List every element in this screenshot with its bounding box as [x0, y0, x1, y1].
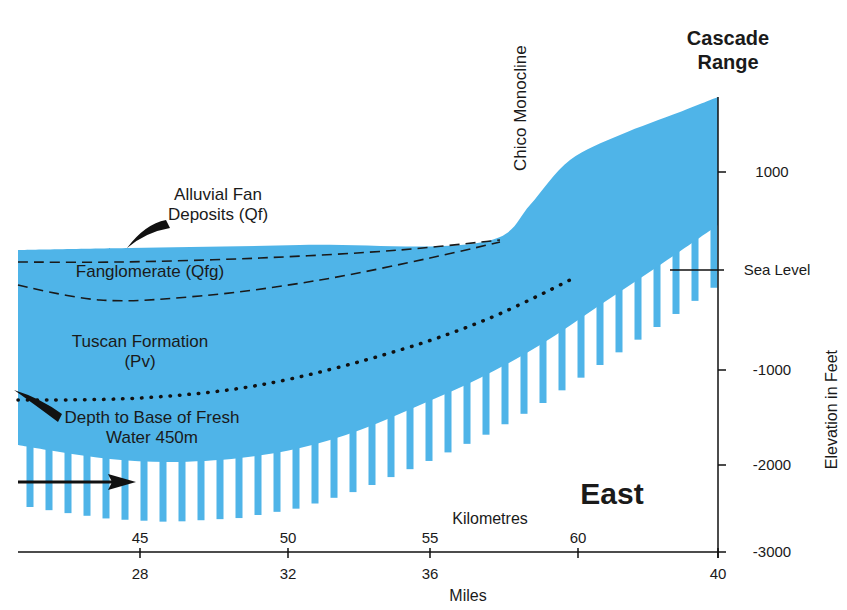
hatch-stroke	[198, 454, 205, 520]
flow-arrow	[18, 481, 112, 484]
hatch-stroke	[407, 403, 414, 469]
hatch-stroke	[502, 358, 509, 424]
axis-title: Miles	[449, 586, 486, 605]
hatch-stroke	[369, 419, 376, 485]
unit-name: Fanglomerate (Qfg)	[76, 262, 224, 282]
hatch-stroke	[711, 222, 718, 288]
hatch-stroke	[179, 455, 186, 521]
axis-tick	[717, 548, 719, 558]
hatch-stroke	[236, 452, 243, 518]
hatch-stroke	[255, 449, 262, 515]
axis-tick	[577, 548, 579, 558]
distance-axis	[18, 551, 718, 553]
hatch-stroke	[217, 453, 224, 519]
tick-label: 1000	[755, 163, 788, 181]
elevation-axis	[717, 97, 719, 558]
hatch-stroke	[312, 438, 319, 504]
freshwater-base-line	[18, 280, 570, 400]
hatch-stroke	[27, 441, 34, 507]
hatch-stroke	[293, 443, 300, 509]
axis-tick	[718, 171, 726, 173]
tick-label: 50	[280, 529, 297, 547]
sea-level-line	[670, 269, 724, 271]
hatch-stroke	[483, 369, 490, 435]
axis-tick	[429, 548, 431, 558]
tick-label: 36	[422, 565, 439, 583]
tick-label: 40	[710, 565, 727, 583]
annotation: Depth to Base of Fresh Water 450m	[62, 408, 242, 449]
hatch-stroke	[445, 386, 452, 452]
hatch-stroke	[350, 426, 357, 492]
tick-label: 55	[422, 529, 439, 547]
hatch-stroke	[103, 452, 110, 518]
hatch-stroke	[673, 248, 680, 314]
unit-name: Alluvial Fan Deposits (Qf)	[153, 185, 283, 226]
tick-label: -2000	[753, 456, 791, 474]
hatch-stroke	[521, 348, 528, 414]
axis-title: Kilometres	[452, 509, 528, 528]
hatch-stroke	[388, 411, 395, 477]
formation-body	[18, 97, 718, 462]
tick-label: 60	[570, 529, 587, 547]
tick-label: -1000	[753, 361, 791, 379]
flow-arrowhead	[108, 474, 136, 490]
hatch-stroke	[692, 235, 699, 301]
axis-tick	[139, 548, 141, 558]
hatch-stroke	[274, 446, 281, 512]
tick-label: 28	[132, 565, 149, 583]
hatch-stroke	[559, 324, 566, 390]
structure-name: Chico Monocline	[511, 45, 531, 171]
direction-label: East	[580, 476, 643, 512]
hatch-stroke	[331, 432, 338, 498]
axis-tick	[287, 548, 289, 558]
hatch-stroke	[578, 312, 585, 378]
hatch-stroke	[426, 395, 433, 461]
tick-label: 32	[280, 565, 297, 583]
axis-label: Sea Level	[744, 261, 811, 279]
unit-name: Tuscan Formation (Pv)	[55, 332, 225, 373]
hatch-stroke	[464, 378, 471, 444]
tick-label: 45	[132, 529, 149, 547]
contact-line	[18, 240, 500, 262]
leader-wedge	[127, 220, 170, 248]
hatch-stroke	[616, 286, 623, 352]
contact-line	[18, 242, 500, 301]
hatch-stroke	[122, 454, 129, 520]
hatch-stroke	[65, 447, 72, 513]
axis-tick	[718, 551, 726, 553]
hatch-stroke	[46, 444, 53, 510]
hatch-stroke	[597, 299, 604, 365]
tick-label: -3000	[753, 543, 791, 561]
axis-tick	[718, 369, 726, 371]
leader-wedge	[14, 390, 62, 422]
axis-tick	[718, 464, 726, 466]
hatch-stroke	[654, 261, 661, 327]
hatch-stroke	[160, 456, 167, 522]
hatch-stroke	[141, 455, 148, 521]
hatch-stroke	[635, 274, 642, 340]
axis-title: Elevation in Feet	[822, 350, 841, 469]
hatch-stroke	[540, 337, 547, 403]
range-name: Cascade Range	[678, 26, 778, 74]
